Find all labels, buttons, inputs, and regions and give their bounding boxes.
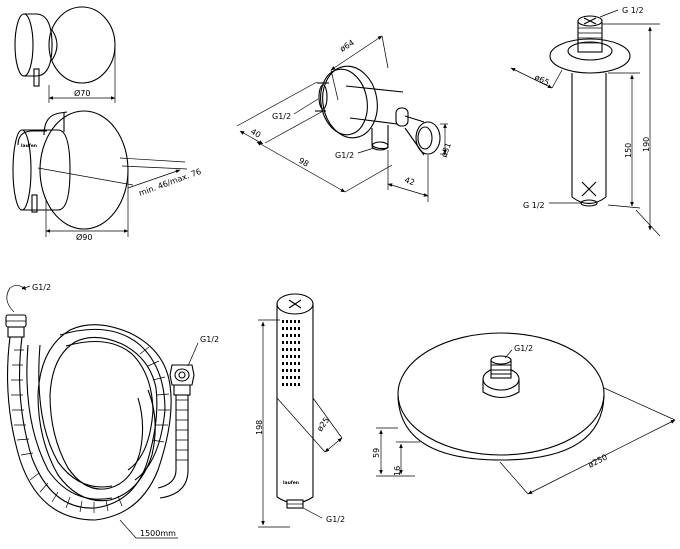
hose-drawing (5, 314, 195, 521)
svg-text:G1/2: G1/2 (32, 283, 51, 292)
label-wall-thread-bottom: G1/2 (335, 151, 354, 160)
rain-shower-drawing (397, 332, 605, 461)
dim-holder-diameter: ø31 (439, 123, 453, 159)
dim-rain-height-total: 59 (372, 427, 415, 477)
dim-outlet-depth: 40 (236, 81, 326, 145)
dim-arm-length-long: 190 (602, 23, 661, 237)
label-hose-length: 1500mm (119, 519, 178, 539)
label-holder-offset: 42 (403, 175, 416, 187)
dim-depth-range: min. 46/max. 76 (37, 157, 203, 198)
svg-text:G1/2: G1/2 (200, 335, 219, 344)
label-depth-range: min. 46/max. 76 (138, 167, 203, 198)
label-rain-thread: G1/2 (504, 344, 533, 359)
ceiling-arm-group: G 1/2 ø65 150 190 G 1/2 (510, 6, 661, 237)
label-arm-length-short: 150 (624, 143, 633, 158)
label-hose-thread-left: G1/2 (6, 283, 51, 313)
label-outlet-depth: 40 (249, 127, 262, 140)
dim-rain-diameter: ø250 (499, 387, 676, 495)
label-hose-thread-right: G1/2 (187, 335, 219, 367)
label-rain-diameter: ø250 (587, 453, 609, 470)
label-outlet-length: 98 (297, 156, 310, 169)
dim-holder-offset: 42 (387, 150, 429, 202)
hand-shower-logo: laufen (283, 480, 299, 486)
label-hand-shower-thread: G1/2 (302, 507, 345, 524)
svg-text:G1/2: G1/2 (326, 515, 345, 524)
label-hand-shower-length: 198 (255, 420, 264, 435)
label-thread-bottom-group: G1/2 (335, 147, 375, 160)
dim-cover-diameter: Ø70 (48, 48, 116, 103)
svg-text:G 1/2: G 1/2 (622, 6, 644, 15)
label-thread-top-group: G1/2 (272, 98, 319, 121)
wall-outlet-drawing (315, 65, 441, 156)
dim-hand-shower-length: 198 (255, 319, 290, 528)
ceiling-arm-drawing (549, 15, 631, 207)
label-plate-diameter: Ø90 (76, 232, 92, 242)
label-wall-thread-top: G1/2 (272, 112, 291, 121)
dim-arm-length-short: 150 (607, 72, 641, 209)
svg-text:1500mm: 1500mm (140, 529, 176, 538)
label-cover-diameter: Ø70 (74, 88, 90, 98)
wall-outlet-group: ø64 G1/2 40 98 G1/2 ø31 (236, 35, 453, 202)
valve-cover-sideview (14, 6, 116, 87)
label-hand-shower-diameter: ø25 (315, 416, 331, 434)
dim-plate-diameter: Ø90 (45, 170, 129, 242)
label-flange-diameter: ø64 (338, 38, 356, 54)
label-arm-flange-diameter: ø65 (533, 73, 550, 88)
label-arm-thread-top: G 1/2 (599, 6, 644, 18)
label-rain-height-plate: 16 (393, 466, 402, 476)
dim-hand-shower-diameter: ø25 (276, 397, 343, 453)
valve-logo: laufen (21, 143, 37, 149)
hand-shower-group: laufen 198 ø25 G1/2 (255, 293, 345, 528)
svg-text:G1/2: G1/2 (514, 344, 533, 353)
valve-body-view: laufen (12, 110, 129, 230)
rain-shower-group: G1/2 59 16 ø250 (372, 332, 676, 495)
dim-outlet-length: 98 (256, 141, 393, 193)
nozzle-grid (282, 320, 300, 386)
hose-group: G1/2 G1/2 1500mm (5, 283, 219, 539)
label-holder-diameter: ø31 (439, 141, 453, 158)
label-arm-length-long: 190 (642, 137, 651, 152)
dim-rain-height-plate: 16 (393, 441, 420, 476)
hand-shower-drawing: laufen (276, 293, 314, 509)
dim-arm-flange-diameter: ø65 (510, 67, 563, 89)
label-arm-thread-bottom: G 1/2 (523, 201, 582, 210)
svg-text:G 1/2: G 1/2 (523, 201, 545, 210)
label-rain-height-total: 59 (372, 448, 381, 458)
valve-group: Ø70 laufen Ø90 min. 46/max. 76 (12, 6, 203, 242)
